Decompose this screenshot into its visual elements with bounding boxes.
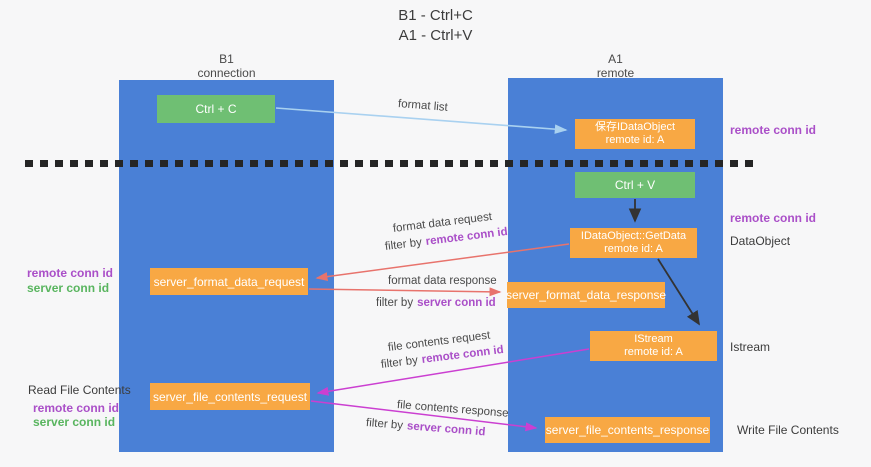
node-ctrl-v-label: Ctrl + V xyxy=(614,178,656,192)
node-server-file-contents-response: server_file_contents_response xyxy=(545,417,710,443)
node-istream-line2: remote id: A xyxy=(624,346,683,358)
node-server-file-contents-response-label: server_file_contents_response xyxy=(545,423,710,437)
left-column-name: B1 xyxy=(219,52,234,66)
left-column-role: connection xyxy=(197,66,256,80)
node-server-format-data-response-label: server_format_data_response xyxy=(505,288,667,302)
node-server-format-data-request-label: server_format_data_request xyxy=(153,274,305,289)
node-ctrl-v: Ctrl + V xyxy=(575,172,695,198)
title-line-2: A1 - Ctrl+V xyxy=(398,27,473,44)
right-column-name: A1 xyxy=(608,52,623,66)
annotation-remote-conn-id-top: remote conn id xyxy=(730,123,817,137)
node-save-idataobject-line1: 保存IDataObject xyxy=(594,121,676,133)
node-istream-line1: IStream xyxy=(634,333,673,345)
node-save-idataobject: 保存IDataObject remote id: A xyxy=(575,119,695,149)
format-data-response-arrow xyxy=(308,287,502,297)
right-column-role: remote xyxy=(596,66,635,80)
annotation-dataobject: DataObject xyxy=(730,234,791,248)
diagram-title: B1 - Ctrl+C A1 - Ctrl+V xyxy=(0,6,871,46)
annotation-write-file-contents: Write File Contents xyxy=(737,423,839,437)
left-column-header: B1 connection xyxy=(119,52,334,80)
node-istream: IStream remote id: A xyxy=(590,331,717,361)
annotation-left-file-remote-conn-id: remote conn id xyxy=(33,401,120,415)
annotation-istream: Istream xyxy=(730,340,771,354)
filter-by-text: filter by xyxy=(384,236,423,253)
node-server-format-data-request: server_format_data_request xyxy=(150,268,308,295)
label-format-data-response: format data response xyxy=(388,275,497,287)
annotation-left-file-server-conn-id: server conn id xyxy=(33,415,116,429)
filter-server-conn-id: server conn id xyxy=(406,420,486,439)
node-server-file-contents-request: server_file_contents_request xyxy=(150,383,310,410)
node-ctrl-c-label: Ctrl + C xyxy=(195,102,237,116)
annotation-left-format-server-conn-id: server conn id xyxy=(27,281,110,295)
node-idataobject-getdata: IDataObject::GetData remote id: A xyxy=(570,228,697,258)
node-server-file-contents-request-label: server_file_contents_request xyxy=(152,389,308,404)
node-getdata-line1: IDataObject::GetData xyxy=(580,230,687,242)
node-server-format-data-response: server_format_data_response xyxy=(505,282,667,308)
annotation-remote-conn-id-mid: remote conn id xyxy=(730,211,817,225)
phase-divider-dashed-line xyxy=(25,160,758,167)
label-file-contents-response: file contents response xyxy=(396,399,510,420)
filter-by-text: filter by xyxy=(380,354,419,371)
node-save-idataobject-line2: remote id: A xyxy=(605,134,665,146)
filter-by-text: filter by xyxy=(365,417,404,432)
annotation-left-format-remote-conn-id: remote conn id xyxy=(27,266,114,280)
node-ctrl-c: Ctrl + C xyxy=(157,95,275,123)
filter-server-conn-id: server conn id xyxy=(417,297,496,309)
title-line-1: B1 - Ctrl+C xyxy=(398,7,473,24)
node-getdata-line2: remote id: A xyxy=(604,243,663,255)
annotation-read-file-contents: Read File Contents xyxy=(28,383,131,397)
label-format-list: format list xyxy=(397,98,449,114)
right-column-header: A1 remote xyxy=(508,52,723,80)
filter-by-text: filter by xyxy=(376,297,414,309)
